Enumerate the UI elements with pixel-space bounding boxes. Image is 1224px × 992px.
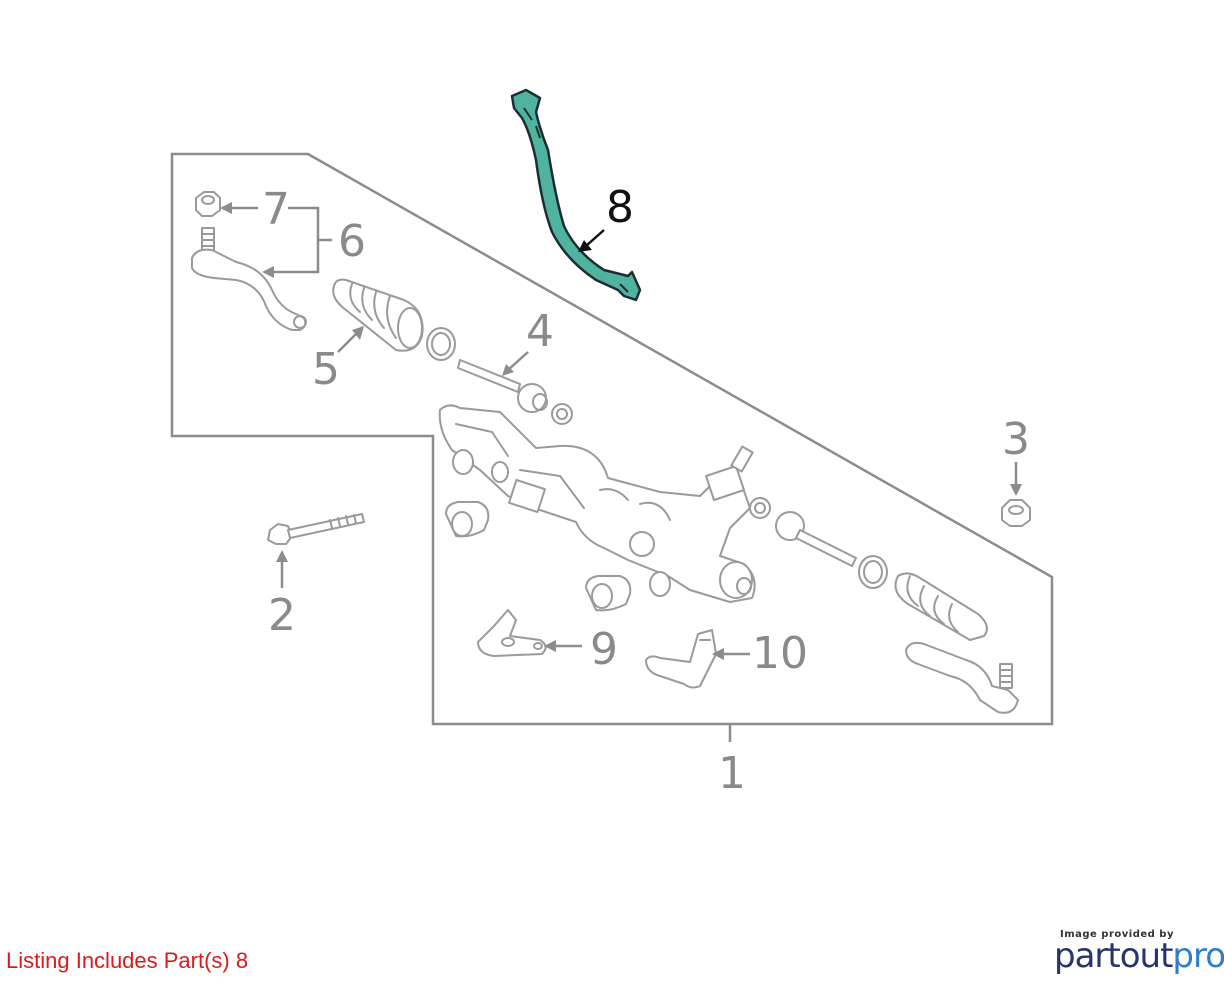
callout-8: 8 <box>606 182 634 233</box>
callout-10: 10 <box>752 628 808 679</box>
part-3-nut[interactable] <box>1001 499 1031 527</box>
leader-8-arrow <box>578 240 592 252</box>
part-5-boot[interactable] <box>332 278 456 361</box>
part-6-tie-rod-end[interactable] <box>191 227 307 331</box>
leader-6-arrow <box>262 266 274 278</box>
callout-3: 3 <box>1002 414 1030 465</box>
callout-5: 5 <box>312 344 340 395</box>
provider-logo: partoutpro <box>1054 936 1224 976</box>
callout-7: 7 <box>262 184 290 235</box>
leader-4 <box>507 351 529 371</box>
leader-8 <box>585 229 605 247</box>
assembly-frame <box>170 152 1054 726</box>
part-rack-right-side[interactable] <box>749 497 1019 714</box>
part-10-bracket[interactable] <box>645 629 717 689</box>
part-4-inner-tie-rod[interactable] <box>457 359 573 425</box>
leader-5-arrow <box>352 326 364 340</box>
leader-7-arrow <box>220 202 232 214</box>
part-9-bracket[interactable] <box>477 609 547 657</box>
leader-2-arrow <box>276 550 288 562</box>
listing-note: Listing Includes Part(s) 8 <box>6 948 249 973</box>
part-7-nut[interactable] <box>195 191 221 217</box>
part-1-steering-gear[interactable] <box>438 404 756 612</box>
leader-5 <box>337 331 359 353</box>
leader-10-arrow <box>712 648 724 660</box>
provider-caption: Image provided by <box>1060 929 1174 940</box>
leader-9-arrow <box>544 640 556 652</box>
part-2-bolt[interactable] <box>267 513 365 545</box>
part-8-hose-highlighted[interactable] <box>510 88 642 302</box>
callout-1: 1 <box>718 748 746 799</box>
callout-4: 4 <box>526 306 554 357</box>
leader-3-arrow <box>1010 484 1022 496</box>
callout-9: 9 <box>590 624 618 675</box>
callout-2: 2 <box>268 590 296 641</box>
leader-4-arrow <box>502 364 514 376</box>
provider-logo-part-b: pro <box>1172 936 1224 976</box>
provider-logo-part-a: partout <box>1054 936 1173 976</box>
callout-6: 6 <box>338 216 366 267</box>
